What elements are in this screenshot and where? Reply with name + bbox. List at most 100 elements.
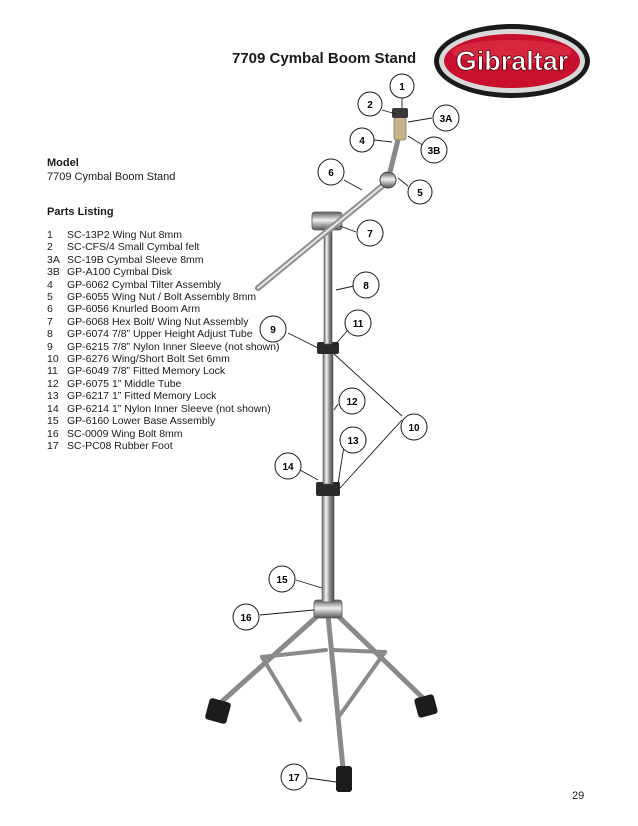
part-item: 7 GP-6068 Hex Bolt/ Wing Nut Assembly bbox=[47, 316, 279, 328]
part-number: 14 bbox=[47, 402, 59, 415]
callout-3b: 3B bbox=[420, 136, 448, 164]
callout-2: 2 bbox=[357, 91, 383, 117]
part-number: 5 bbox=[47, 291, 53, 304]
callout-8: 8 bbox=[352, 271, 380, 299]
part-item: 2 SC-CFS/4 Small Cymbal felt bbox=[47, 241, 279, 253]
callout-text: 14 bbox=[282, 462, 294, 473]
callout-10: 10 bbox=[400, 413, 428, 441]
part-number: 10 bbox=[47, 353, 59, 366]
part-item: 13 GP-6217 1” Fitted Memory Lock bbox=[47, 390, 279, 402]
callout-1: 1 bbox=[389, 73, 415, 99]
part-item: 12 GP-6075 1” Middle Tube bbox=[47, 378, 279, 390]
callout-text: 1 bbox=[399, 82, 405, 93]
part-description: SC-0009 Wing Bolt 8mm bbox=[67, 427, 183, 440]
memory-lock-lower bbox=[316, 482, 340, 496]
part-description: GP-6075 1” Middle Tube bbox=[67, 377, 182, 390]
part-item: 1 SC-13P2 Wing Nut 8mm bbox=[47, 229, 279, 241]
callout-leaders bbox=[259, 98, 433, 783]
callout-12: 12 bbox=[338, 387, 366, 415]
part-number: 4 bbox=[47, 278, 53, 291]
callout-text: 3A bbox=[440, 114, 453, 125]
callout-text: 13 bbox=[347, 436, 359, 447]
part-description: GP-6214 1” Nylon Inner Sleeve (not shown… bbox=[67, 402, 271, 415]
part-description: GP-A100 Cymbal Disk bbox=[67, 266, 173, 279]
callout-text: 16 bbox=[240, 613, 252, 624]
parts-listing-label: Parts Listing bbox=[47, 206, 114, 218]
callout-13: 13 bbox=[339, 426, 367, 454]
callout-11: 11 bbox=[344, 309, 372, 337]
part-number: 11 bbox=[47, 365, 58, 378]
cymbal-felt bbox=[392, 108, 408, 118]
part-item: 10 GP-6276 Wing/Short Bolt Set 6mm bbox=[47, 353, 279, 365]
part-item: 14 GP-6214 1” Nylon Inner Sleeve (not sho… bbox=[47, 403, 279, 415]
part-number: 13 bbox=[47, 390, 59, 403]
gibraltar-logo: Gibraltar bbox=[434, 24, 590, 98]
callout-text: 10 bbox=[408, 423, 420, 434]
callout-text: 17 bbox=[288, 773, 300, 784]
callout-16: 16 bbox=[232, 603, 260, 631]
rubber-feet bbox=[205, 694, 438, 792]
callout-text: 3B bbox=[428, 146, 441, 157]
base-bracket bbox=[313, 599, 343, 619]
model-name: 7709 Cymbal Boom Stand bbox=[47, 171, 176, 183]
part-description: GP-6055 Wing Nut / Bolt Assembly 8mm bbox=[67, 291, 257, 304]
part-description: SC-13P2 Wing Nut 8mm bbox=[67, 229, 182, 241]
part-description: GP-6074 7/8” Upper Height Adjust Tube bbox=[67, 328, 253, 341]
memory-lock-upper bbox=[317, 342, 339, 354]
callout-labels: 1 2 3A 4 3B 6 5 7 8 9 11 12 10 13 14 15 … bbox=[232, 73, 460, 791]
callout-text: 2 bbox=[367, 100, 373, 111]
part-item: 17 SC-PC08 Rubber Foot bbox=[47, 440, 279, 452]
part-number: 12 bbox=[47, 377, 59, 390]
part-description: GP-6068 Hex Bolt/ Wing Nut Assembly bbox=[67, 315, 249, 328]
part-number: 15 bbox=[47, 415, 59, 428]
part-description: SC-19B Cymbal Sleeve 8mm bbox=[67, 253, 204, 266]
callout-text: 12 bbox=[346, 397, 358, 408]
logo-text: Gibraltar bbox=[456, 46, 569, 76]
callout-text: 5 bbox=[417, 188, 423, 199]
part-number: 16 bbox=[47, 427, 59, 440]
part-number: 7 bbox=[47, 315, 53, 328]
part-description: SC-PC08 Rubber Foot bbox=[67, 439, 173, 452]
part-item: 11 GP-6049 7/8” Fitted Memory Lock bbox=[47, 365, 279, 377]
parts-list: 1 SC-13P2 Wing Nut 8mm 2 SC-CFS/4 Small Cy… bbox=[47, 229, 279, 452]
callout-3a: 3A bbox=[432, 104, 460, 132]
part-description: SC-CFS/4 Small Cymbal felt bbox=[67, 241, 200, 254]
part-number: 8 bbox=[47, 328, 53, 341]
callout-15: 15 bbox=[268, 565, 296, 593]
upper-tube bbox=[323, 225, 333, 345]
part-number: 6 bbox=[47, 303, 53, 316]
callout-text: 6 bbox=[328, 168, 334, 179]
callout-14: 14 bbox=[274, 452, 302, 480]
callout-5: 5 bbox=[407, 179, 433, 205]
callout-text: 11 bbox=[353, 319, 364, 330]
part-description: GP-6276 Wing/Short Bolt Set 6mm bbox=[67, 353, 230, 366]
part-number: 2 bbox=[47, 241, 53, 254]
callout-text: 4 bbox=[359, 136, 365, 147]
callout-text: 9 bbox=[270, 325, 276, 336]
part-number: 1 bbox=[47, 229, 53, 241]
callout-6: 6 bbox=[317, 158, 345, 186]
cymbal-tilter bbox=[379, 171, 397, 189]
part-item: 5 GP-6055 Wing Nut / Bolt Assembly 8mm bbox=[47, 291, 279, 303]
part-item: 6 GP-6056 Knurled Boom Arm bbox=[47, 303, 279, 315]
part-number: 17 bbox=[47, 439, 59, 452]
part-description: GP-6160 Lower Base Assembly bbox=[67, 415, 216, 428]
callout-9: 9 bbox=[259, 315, 287, 343]
part-number: 9 bbox=[47, 340, 53, 353]
part-description: GP-6217 1” Fitted Memory Lock bbox=[67, 390, 217, 403]
callout-text: 8 bbox=[363, 281, 369, 292]
part-item: 16 SC-0009 Wing Bolt 8mm bbox=[47, 428, 279, 440]
page-number: 29 bbox=[572, 790, 585, 802]
part-description: GP-6056 Knurled Boom Arm bbox=[67, 303, 201, 316]
callout-7: 7 bbox=[356, 219, 384, 247]
lower-tube bbox=[321, 489, 335, 603]
page-title: 7709 Cymbal Boom Stand bbox=[232, 50, 417, 67]
part-description: GP-6049 7/8” Fitted Memory Lock bbox=[67, 365, 226, 378]
part-item: 15 GP-6160 Lower Base Assembly bbox=[47, 415, 279, 427]
callout-17: 17 bbox=[280, 763, 308, 791]
middle-tube bbox=[322, 349, 334, 485]
